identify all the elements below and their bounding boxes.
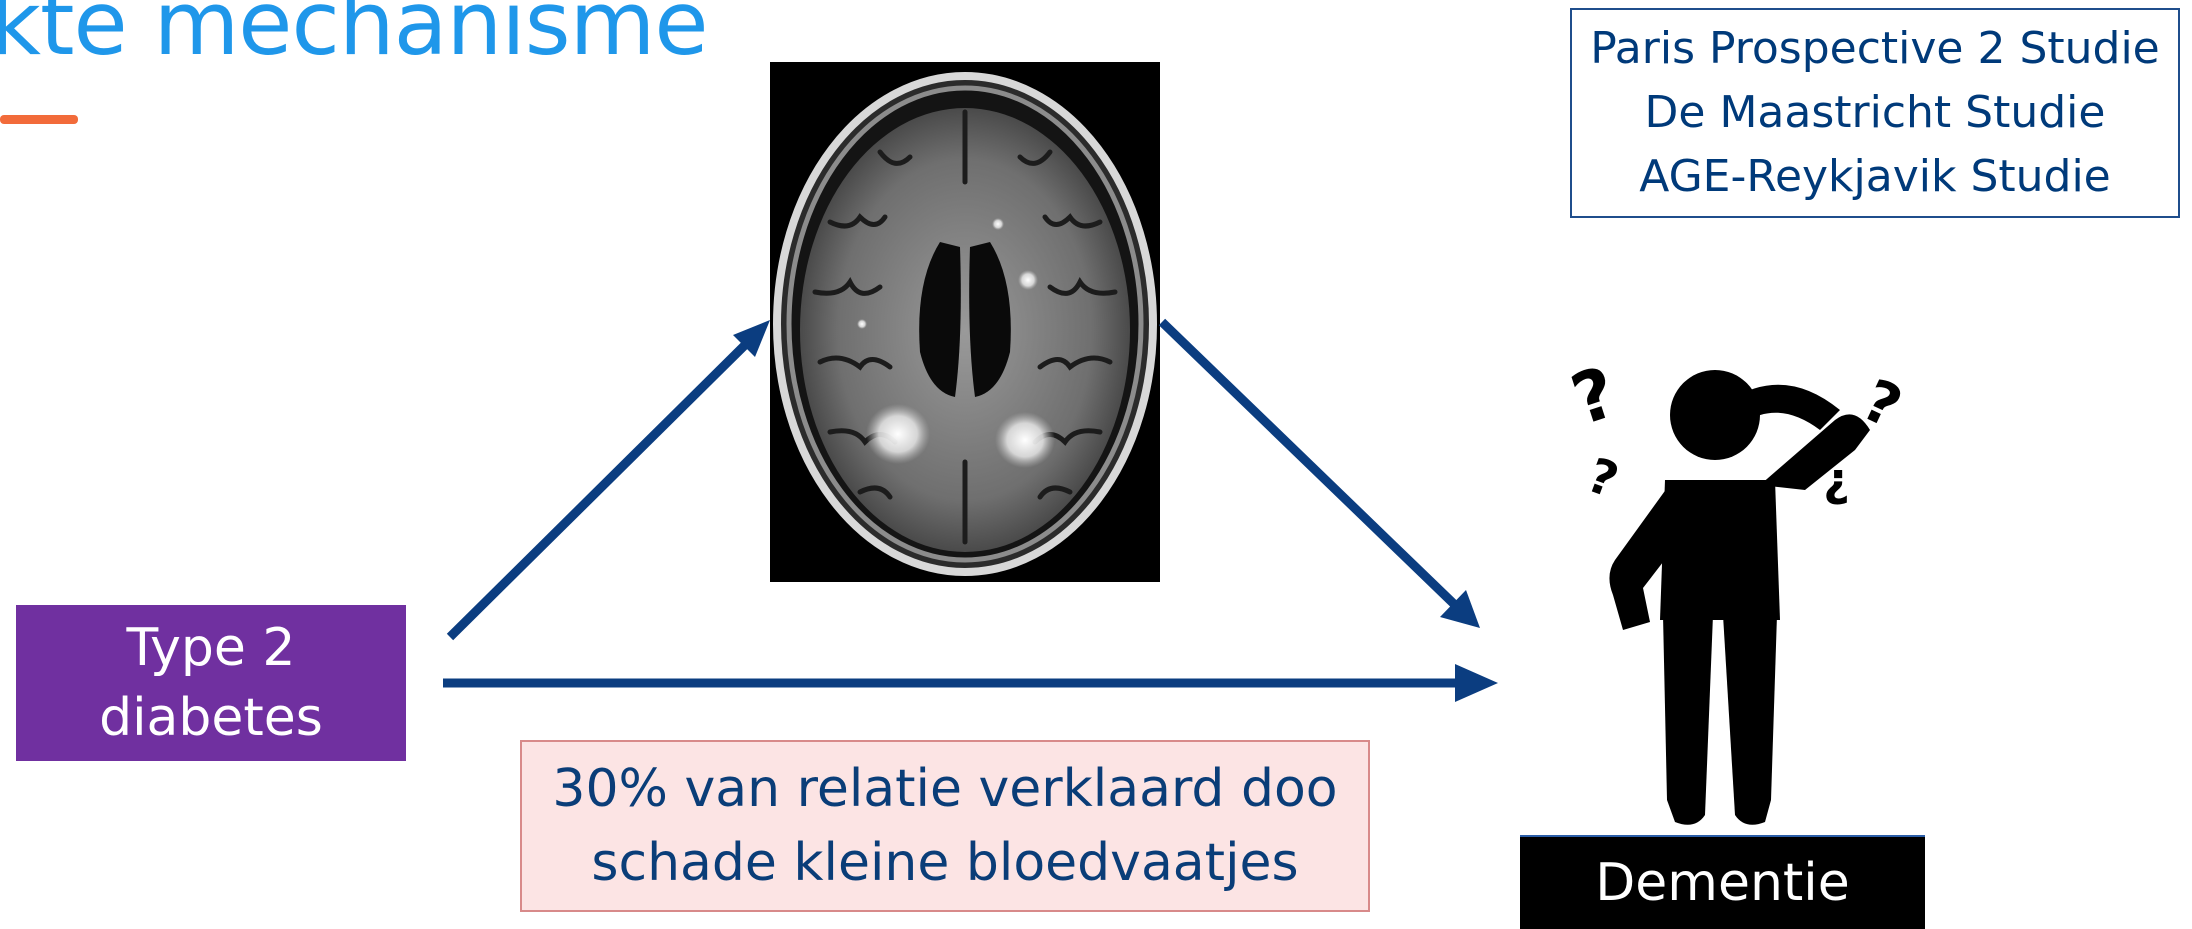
outcome-label: Dementie xyxy=(1595,853,1849,913)
cause-line-1: Type 2 xyxy=(126,613,295,683)
confused-person-icon: ? ? ? ? xyxy=(1555,360,1935,830)
note-line-2: schade kleine bloedvaatjes xyxy=(591,826,1298,900)
dementia-box: Dementie xyxy=(1520,835,1925,929)
arrowhead-to-dementia-direct xyxy=(1455,664,1498,702)
note-line-1: 30% van relatie verklaard doo xyxy=(552,752,1337,826)
svg-text:?: ? xyxy=(1580,447,1625,509)
arrow-brain-to-dementia xyxy=(1162,322,1455,605)
svg-text:?: ? xyxy=(1823,459,1850,513)
cause-line-2: diabetes xyxy=(99,683,323,753)
arrow-diabetes-to-brain xyxy=(450,345,745,637)
svg-text:?: ? xyxy=(1562,360,1626,441)
mediation-note-box: 30% van relatie verklaard doo schade kle… xyxy=(520,740,1370,912)
svg-text:?: ? xyxy=(1853,366,1912,442)
type2-diabetes-box: Type 2 diabetes xyxy=(16,605,406,761)
